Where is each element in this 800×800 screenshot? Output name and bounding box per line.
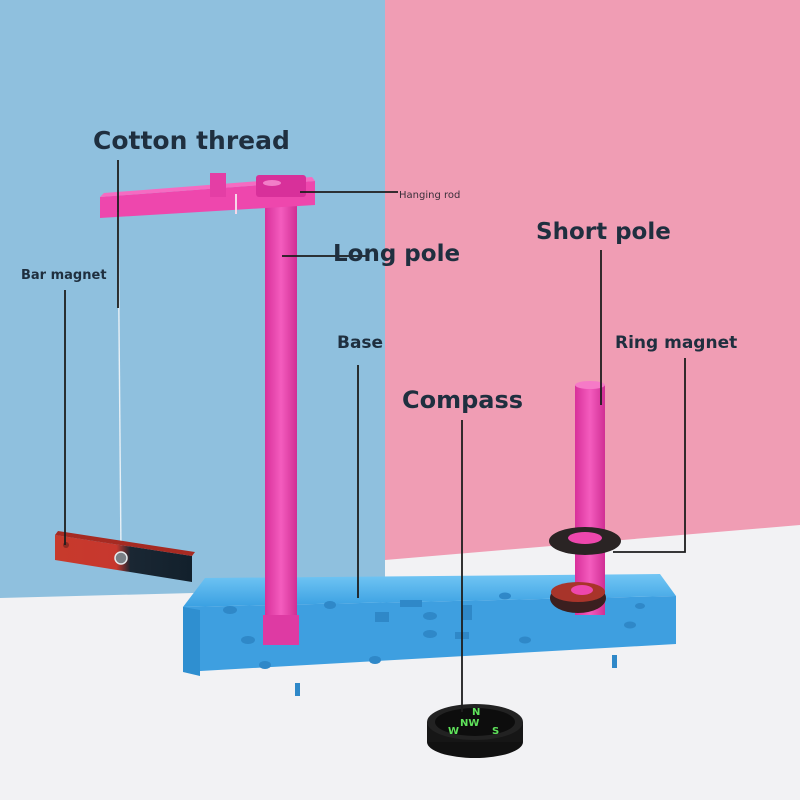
svg-text:N: N [472,707,480,718]
svg-text:NW: NW [460,718,479,729]
bar-magnet [55,531,195,582]
compass: W S N NW [427,704,523,758]
leader-lines [64,160,686,712]
label-long-pole: Long pole [333,241,461,267]
base-plate [183,574,676,696]
label-hanging-rod: Hanging rod [399,190,461,201]
background-left-panel [0,0,385,600]
label-cotton-thread: Cotton thread [93,126,290,155]
label-short-pole: Short pole [536,219,671,245]
hanging-rod [100,173,315,218]
short-pole-assembly [549,381,621,615]
label-compass: Compass [402,386,524,414]
long-pole [263,205,299,645]
label-bar-magnet: Bar magnet [21,268,107,283]
label-ring-magnet: Ring magnet [615,333,738,353]
label-base: Base [337,333,384,353]
svg-text:S: S [492,726,499,737]
svg-text:W: W [448,726,459,737]
